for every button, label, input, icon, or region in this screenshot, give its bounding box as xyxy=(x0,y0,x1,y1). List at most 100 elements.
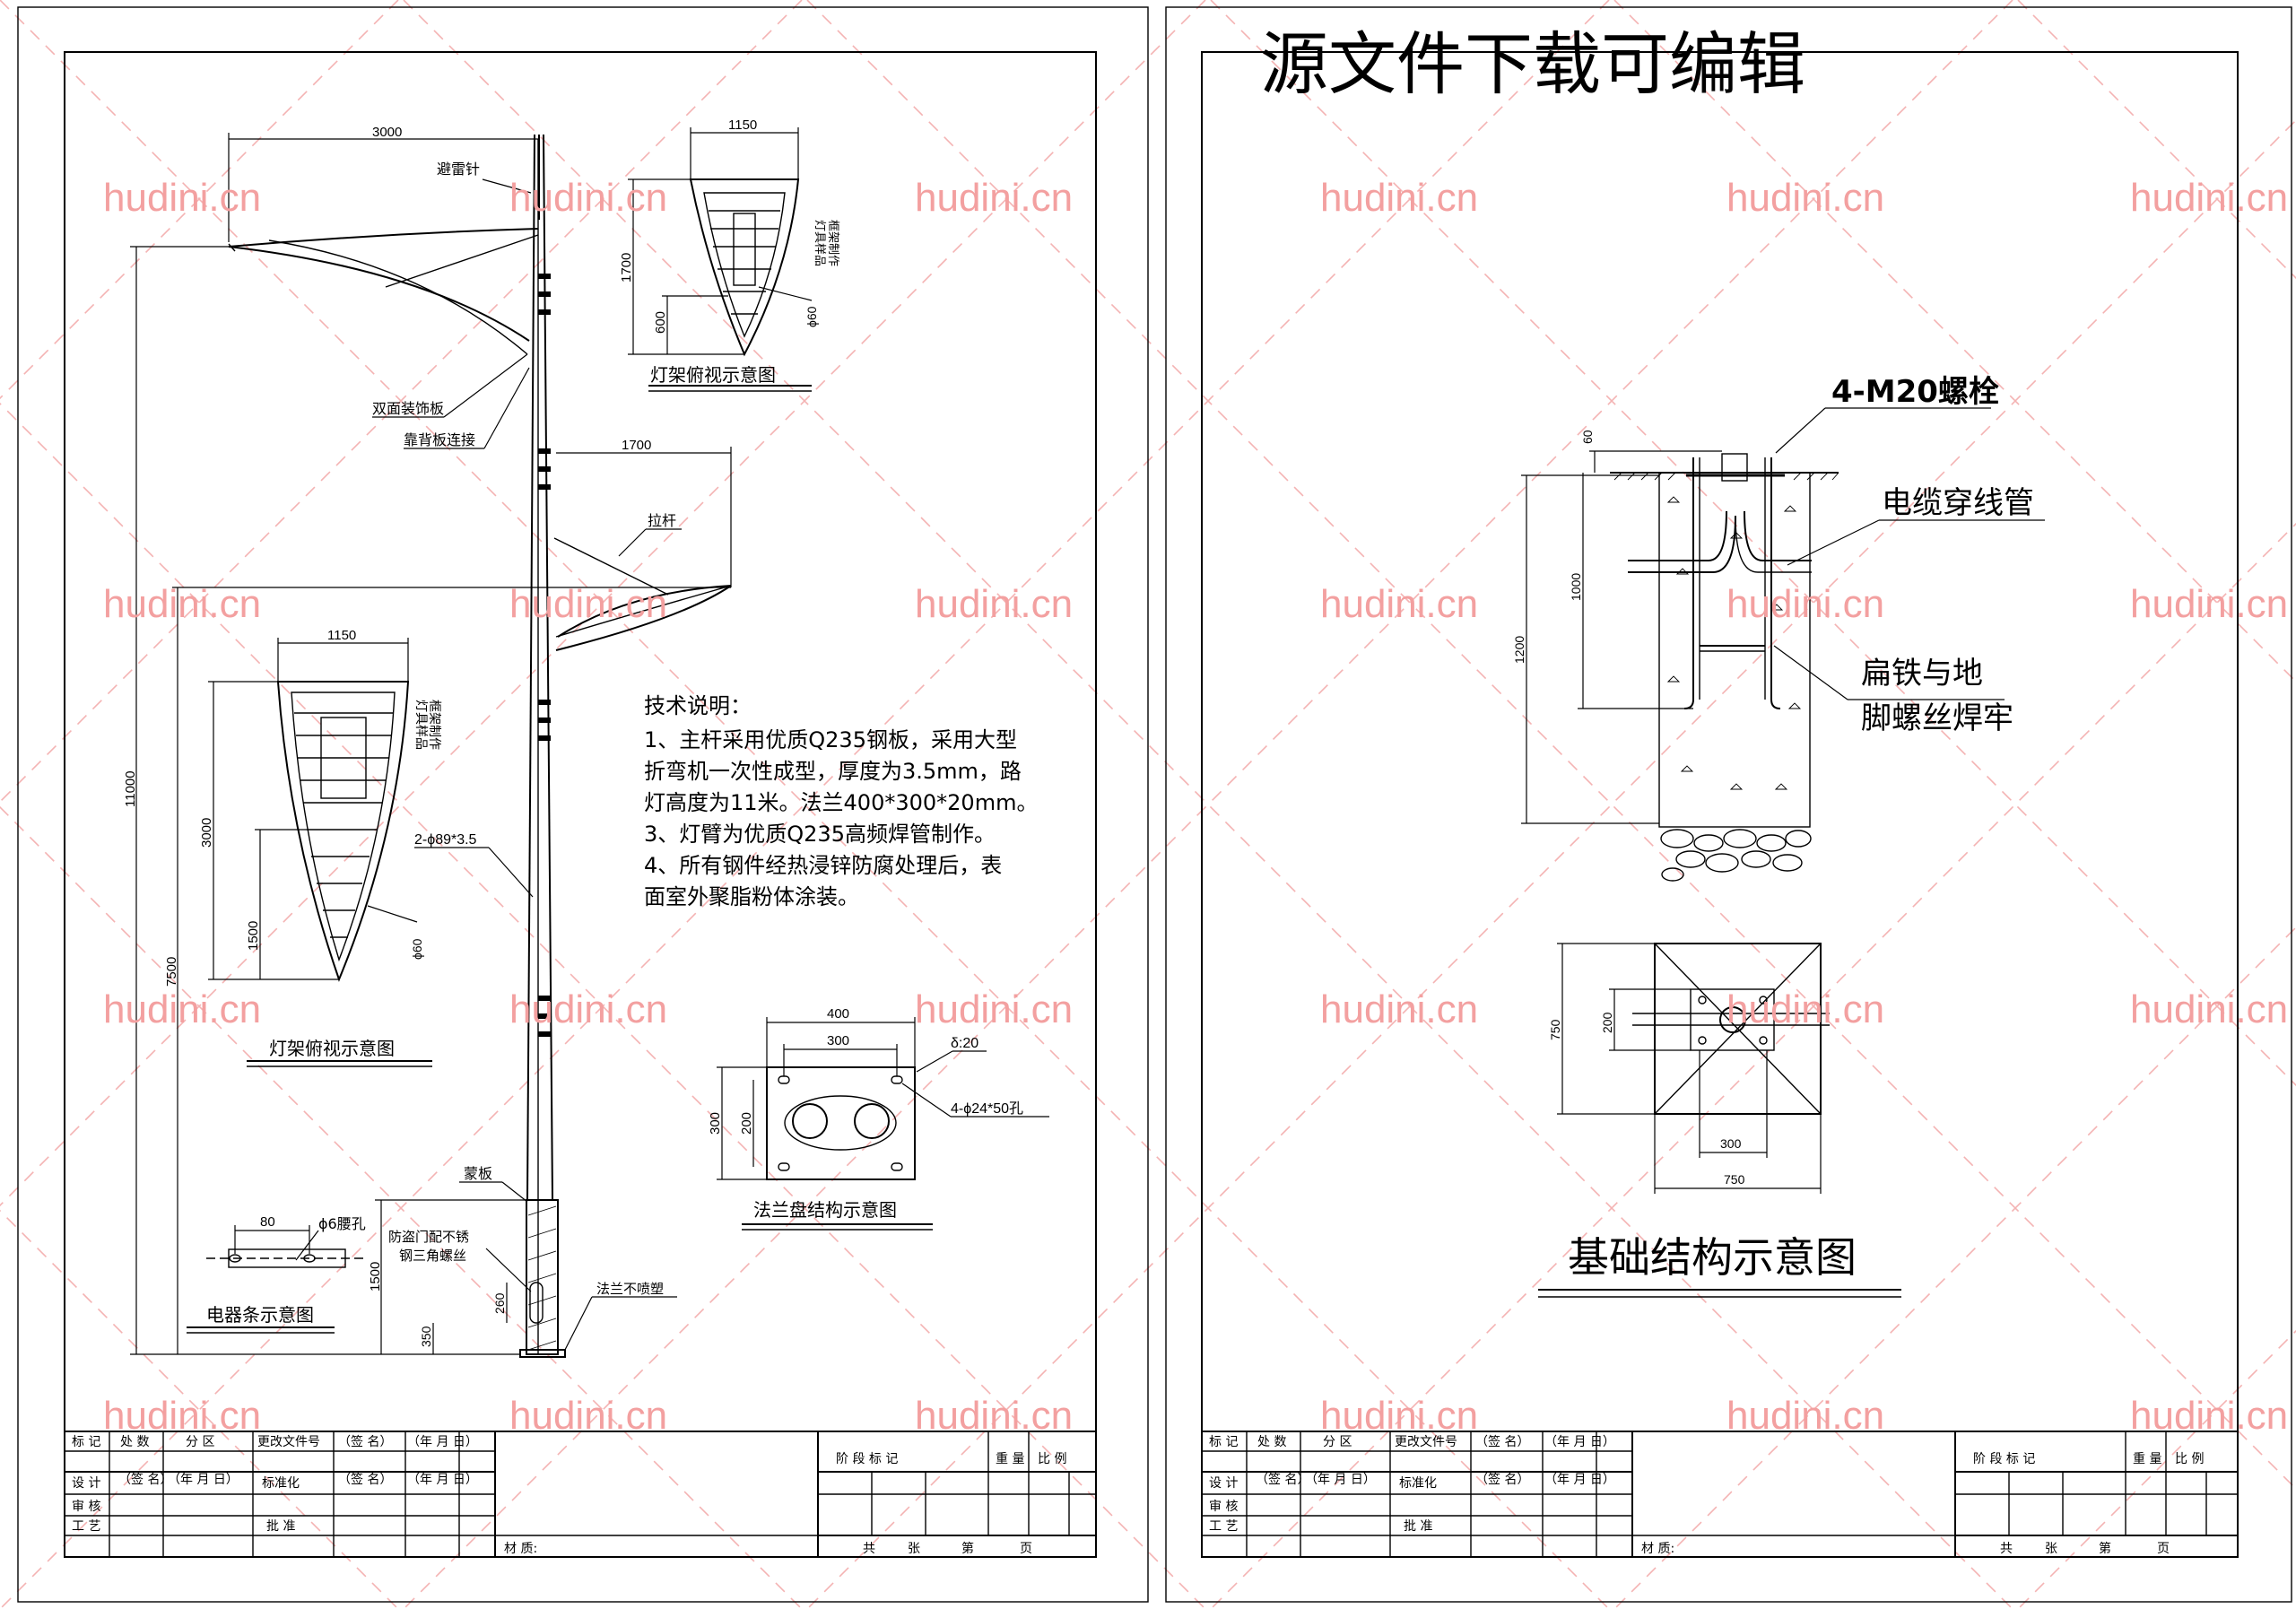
watermark-text: hudini.cn xyxy=(1320,987,1478,1031)
dim-350-label: 350 xyxy=(419,1326,433,1347)
sheet-1-outer-border xyxy=(17,6,1149,1603)
watermark-text: hudini.cn xyxy=(1726,582,1884,626)
watermark-text: hudini.cn xyxy=(509,176,667,220)
tb-weight: 重 量 xyxy=(996,1452,1024,1466)
upper-lamp-lower: 600 xyxy=(653,311,668,334)
dim-7500-label: 7500 xyxy=(164,957,179,987)
upper-arm-top xyxy=(228,228,539,248)
flange-w-inner: 300 xyxy=(827,1033,849,1048)
watermark-text: hudini.cn xyxy=(103,1394,261,1438)
upper-arm-curve xyxy=(228,246,530,342)
label-lightning-rod: 避雷针 xyxy=(437,161,480,178)
electrical-strip: 80 ϕ6腰孔 电器条示意图 xyxy=(187,1214,368,1334)
upper-lamp-outline xyxy=(689,178,800,357)
dim-11000-label: 11000 xyxy=(123,770,138,807)
dim-200: 200 xyxy=(1600,1012,1614,1033)
upper-arm-strut xyxy=(385,234,539,288)
label-panel-connect: 靠背板连接 xyxy=(404,431,475,448)
left-lamp-title: 灯架俯视示意图 xyxy=(269,1038,395,1059)
watermark-text: hudini.cn xyxy=(103,987,261,1031)
label-weld-2: 脚螺丝焊牢 xyxy=(1861,700,2013,736)
tb-total: 共 xyxy=(2000,1542,2013,1556)
tb-design-date: （年 月 日） xyxy=(168,1473,239,1487)
tb-design: 设 计 xyxy=(1209,1476,1238,1491)
upper-lamp-pipe: ϕ60 xyxy=(804,306,819,327)
base-hatch xyxy=(527,1205,557,1351)
tb-stage: 阶 段 标 记 xyxy=(1973,1452,2035,1466)
tb-page: 第 xyxy=(961,1541,974,1556)
watermark-text: hudini.cn xyxy=(2130,1394,2288,1438)
watermark-text: hudini.cn xyxy=(509,582,667,626)
tb-craft: 工 艺 xyxy=(72,1519,100,1534)
tb-approve: 批 准 xyxy=(266,1519,295,1534)
watermark-text: hudini.cn xyxy=(915,582,1073,626)
watermark-text: hudini.cn xyxy=(1320,176,1478,220)
watermark-text: hudini.cn xyxy=(915,176,1073,220)
label-pipe-spec: 2-ϕ89*3.5 xyxy=(414,832,477,848)
title-block-sheet-1: 标 记处 数分 区更改文件号（签 名）（年 月 日）设 计（签 名）（年 月 日… xyxy=(64,1431,1097,1558)
dim-750-h: 750 xyxy=(1724,1172,1745,1187)
tb-page: 第 xyxy=(2099,1541,2111,1556)
watermark-text: hudini.cn xyxy=(2130,987,2288,1031)
tb-craft: 工 艺 xyxy=(1209,1519,1238,1534)
flange-plate-diagram: 400 300 300 200 δ:20 4-ϕ24*50孔 法兰盘结构示意图 xyxy=(708,1006,1049,1231)
tech-line-2: 折弯机一次性成型，厚度为3.5mm，路 xyxy=(644,759,1022,784)
label-cover-plate: 蒙板 xyxy=(464,1165,492,1182)
pole-left-edge xyxy=(526,134,535,1201)
watermark-text: hudini.cn xyxy=(1320,1394,1478,1438)
watermark-text: hudini.cn xyxy=(2130,582,2288,626)
label-door-note-1: 防盗门配不锈 xyxy=(388,1229,469,1245)
tb-page-unit: 页 xyxy=(2157,1542,2170,1556)
dim-300: 300 xyxy=(1720,1136,1742,1151)
anchor-bolt-left xyxy=(1683,457,1694,709)
tb-standard-date: （年 月 日） xyxy=(407,1473,478,1487)
flange-w-outer: 400 xyxy=(827,1006,849,1022)
tb-stage: 阶 段 标 记 xyxy=(836,1452,898,1466)
tb-total: 共 xyxy=(863,1542,875,1556)
flange-plate xyxy=(519,1349,566,1358)
lamp-frame-top-view-left: 1150 3000 1500 ϕ60 框架制作 灯具样品 灯架俯视示意图 xyxy=(199,628,441,1067)
upper-lamp-width: 1150 xyxy=(728,117,757,133)
tb-standard: 标准化 xyxy=(262,1476,300,1491)
dim-260-label: 260 xyxy=(492,1292,507,1314)
sheet-2-outer-border xyxy=(1165,6,2292,1603)
technical-notes: 技术说明： 1、主杆采用优质Q235钢板，采用大型 折弯机一次性成型，厚度为3.… xyxy=(644,693,1038,909)
tb-material: 材 质: xyxy=(1641,1542,1674,1556)
tech-line-3: 灯高度为11米。法兰400*300*20mm。 xyxy=(644,790,1038,815)
upper-lamp-note-1: 框架制作 xyxy=(826,220,839,266)
tb-design-date: （年 月 日） xyxy=(1305,1473,1376,1487)
watermark-text: hudini.cn xyxy=(2130,176,2288,220)
door-opening xyxy=(529,1282,544,1324)
flange-holes: 4-ϕ24*50孔 xyxy=(951,1100,1023,1117)
tb-standard-sign: （签 名） xyxy=(338,1472,392,1487)
label-flange-note: 法兰不喷塑 xyxy=(596,1281,664,1297)
flange-h-inner: 200 xyxy=(739,1112,754,1135)
tb-standard-date: （年 月 日） xyxy=(1544,1473,1615,1487)
tb-material: 材 质: xyxy=(504,1542,537,1556)
tb-weight: 重 量 xyxy=(2133,1452,2161,1466)
foundation-plan xyxy=(1654,943,1822,1115)
street-light-pole: 3000 1700 11000 7500 1500 260 350 避雷针 双面… xyxy=(123,125,732,1358)
lower-arm-inner xyxy=(555,585,732,638)
tb-change-doc: 更改文件号 xyxy=(257,1435,320,1449)
watermark-text: hudini.cn xyxy=(915,1394,1073,1438)
watermark-text: hudini.cn xyxy=(509,1394,667,1438)
tech-line-4: 3、灯臂为优质Q235高频焊管制作。 xyxy=(644,822,996,847)
strip-len: 80 xyxy=(260,1214,275,1230)
upper-lamp-height: 1700 xyxy=(619,253,634,283)
tb-date: （年 月 日） xyxy=(407,1435,478,1449)
pole-base xyxy=(526,1199,559,1355)
tb-review: 审 核 xyxy=(1209,1500,1238,1514)
concrete-dots xyxy=(1666,496,1802,790)
tb-mark: 标 记 xyxy=(72,1435,100,1449)
tb-sign: （签 名） xyxy=(1475,1434,1529,1449)
left-lamp-pipe: ϕ60 xyxy=(410,938,424,960)
watermark-text: hudini.cn xyxy=(1726,987,1884,1031)
dim-60: 60 xyxy=(1580,430,1595,444)
dim-3000-label: 3000 xyxy=(372,125,402,140)
tb-review: 审 核 xyxy=(72,1500,100,1514)
label-double-panel: 双面装饰板 xyxy=(372,400,444,417)
anchor-bolt-right xyxy=(1770,457,1781,709)
tb-standard-sign: （签 名） xyxy=(1475,1472,1529,1487)
